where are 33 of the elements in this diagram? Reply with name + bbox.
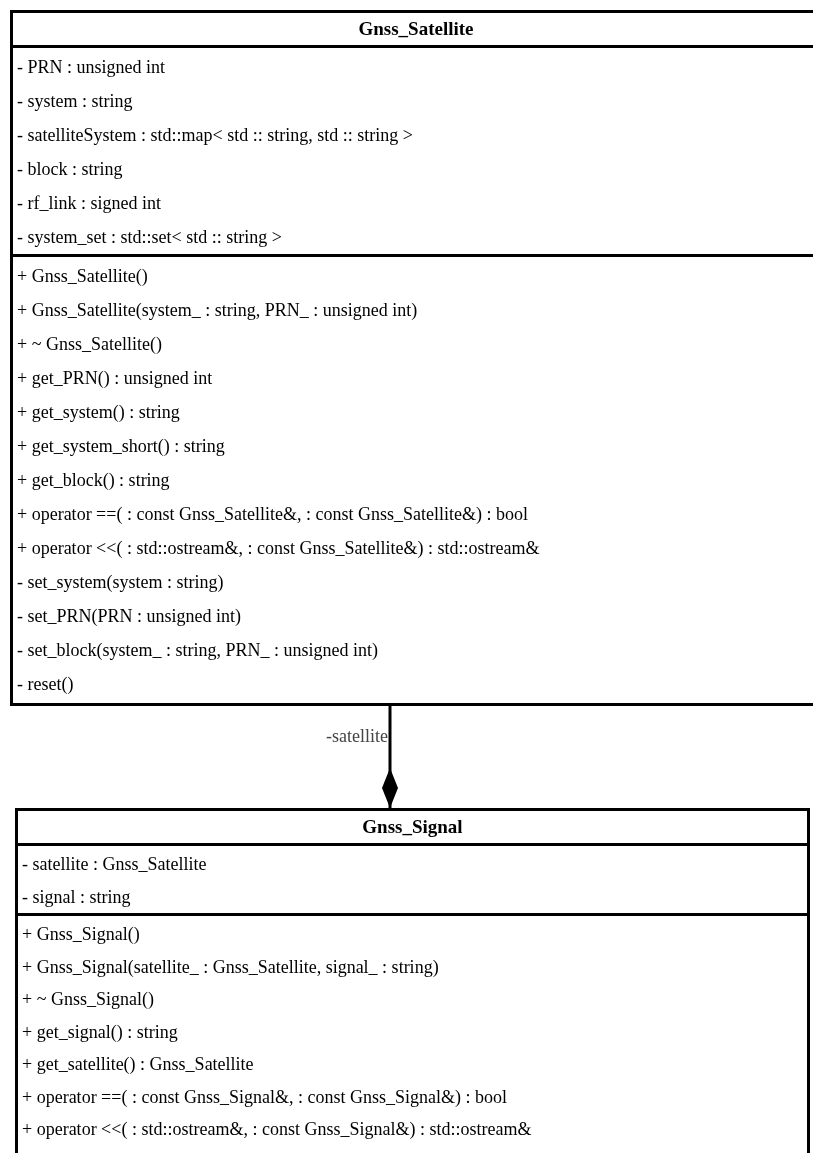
class-member: + operator <<( : std::ostream&, : const Gnss_Satellite&) : std::ostream& (16, 537, 541, 560)
class-member: - set_PRN(PRN : unsigned int) (16, 605, 242, 628)
class-member: - rf_link : signed int (16, 192, 162, 215)
class-member: + get_system() : string (16, 401, 181, 424)
class-member: + get_signal() : string (21, 1020, 179, 1044)
class-member: - PRN : unsigned int (16, 56, 166, 79)
class-member: - satellite : Gnss_Satellite (21, 853, 208, 876)
composition-line (382, 706, 398, 808)
class-member: + Gnss_Satellite() (16, 265, 149, 288)
class-member: + Gnss_Satellite(system_ : string, PRN_ : unsigned int) (16, 299, 419, 322)
class-member: - set_system(system : string) (16, 571, 225, 594)
class-member: + ~ Gnss_Satellite() (16, 333, 163, 356)
class-name: Gnss_Satellite (357, 17, 475, 41)
class-member: - system_set : std::set< std :: string > (16, 226, 283, 249)
class-member: + get_system_short() : string (16, 435, 226, 458)
class-member: - set_block(system_ : string, PRN_ : unsigned int) (16, 639, 379, 662)
class-member: + get_satellite() : Gnss_Satellite (21, 1053, 255, 1076)
class-member: - reset() (16, 673, 75, 696)
class-member: + operator ==( : const Gnss_Signal&, : const Gnss_Signal&) : bool (21, 1085, 508, 1109)
class-box (15, 808, 810, 1153)
class-member: + operator ==( : const Gnss_Satellite&, : const Gnss_Satellite&) : bool (16, 503, 529, 526)
class-member: - system : string (16, 90, 134, 113)
class-member: + get_PRN() : unsigned int (16, 367, 214, 390)
class-member: - satelliteSystem : std::map< std :: string, std :: string > (16, 124, 414, 147)
class-member: - block : string (16, 158, 124, 181)
class-member: + operator <<( : std::ostream&, : const Gnss_Signal&) : std::ostream& (21, 1118, 533, 1141)
class-name: Gnss_Signal (361, 815, 464, 839)
class-member: + Gnss_Signal() (21, 923, 141, 946)
class-member: + Gnss_Signal(satellite_ : Gnss_Satellite, signal_ : string) (21, 955, 440, 979)
class-box (10, 10, 813, 706)
class-member: + get_block() : string (16, 469, 171, 492)
class-member: - signal : string (21, 885, 132, 909)
class-member: + ~ Gnss_Signal() (21, 988, 155, 1011)
